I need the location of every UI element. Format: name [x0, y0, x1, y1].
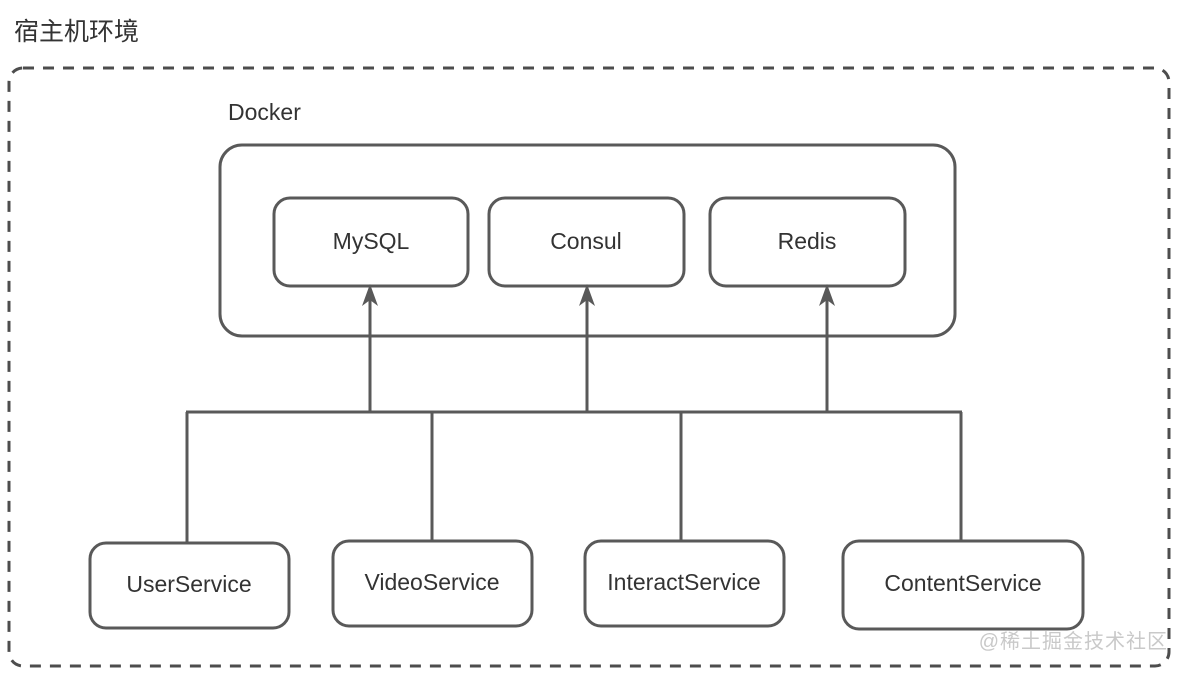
content-service-label: ContentService	[884, 570, 1041, 596]
watermark: @稀土掘金技术社区	[978, 631, 1168, 653]
docker-group-label: Docker	[228, 99, 301, 125]
node-video-service[interactable]: VideoService	[331, 539, 534, 628]
arrow-head-mysql	[362, 284, 378, 306]
arrow-head-redis	[819, 284, 835, 306]
interact-service-box	[583, 539, 786, 628]
mysql-label: MySQL	[333, 228, 410, 254]
redis-label: Redis	[778, 228, 837, 254]
redis-box	[708, 196, 907, 288]
mysql-box	[272, 196, 470, 288]
node-content-service[interactable]: ContentService	[841, 539, 1085, 631]
node-redis[interactable]: Redis	[708, 196, 907, 288]
video-service-box	[331, 539, 534, 628]
video-service-label: VideoService	[364, 569, 499, 595]
node-consul[interactable]: Consul	[487, 196, 686, 288]
node-user-service[interactable]: UserService	[88, 541, 291, 630]
user-service-label: UserService	[126, 571, 251, 597]
node-interact-service[interactable]: InteractService	[583, 539, 786, 628]
host-environment-title: 宿主机环境	[14, 18, 139, 46]
consul-label: Consul	[550, 228, 622, 254]
host-environment-boundary	[7, 66, 1171, 668]
content-service-box	[841, 539, 1085, 631]
node-mysql[interactable]: MySQL	[272, 196, 470, 288]
arrow-head-consul	[579, 284, 595, 306]
interact-service-label: InteractService	[607, 569, 760, 595]
user-service-box	[88, 541, 291, 630]
